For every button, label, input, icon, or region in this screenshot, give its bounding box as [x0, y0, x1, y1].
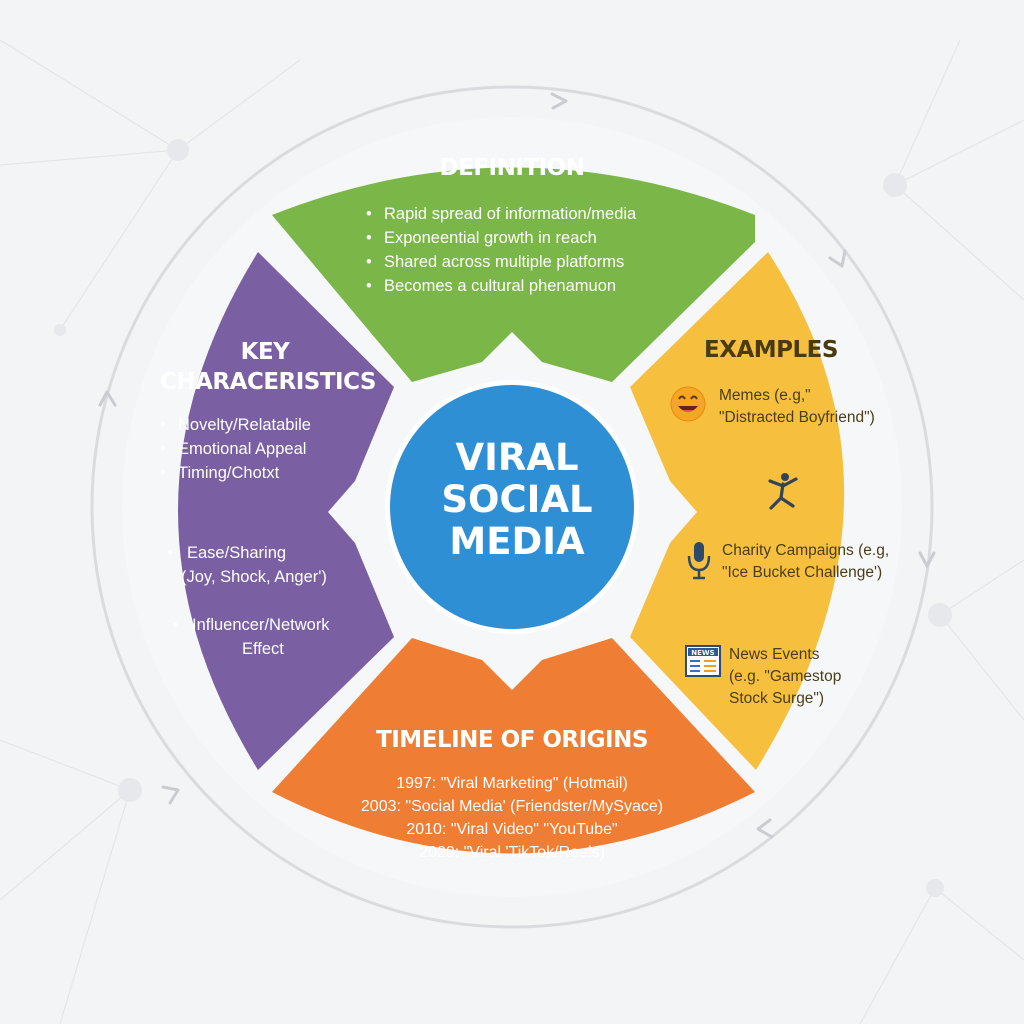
memes-line2: "Distracted Boyfriend") — [719, 409, 875, 426]
news-line3: Stock Surge") — [729, 690, 825, 707]
network-node — [118, 778, 142, 802]
influencer-line1: Influencer/Network — [192, 616, 330, 634]
characteristics-title-line2: CHARACERISTICS — [160, 369, 376, 395]
center-title-line3: MEDIA — [449, 520, 585, 563]
definition-item: Becomes a cultural phenamuon — [362, 274, 682, 298]
example-memes: Memes (e.g," "Distracted Boyfriend") — [719, 385, 899, 429]
outer-cycle-ring — [90, 85, 934, 929]
network-node — [926, 879, 944, 897]
memes-line1: Memes (e.g," — [719, 387, 811, 404]
timeline-segment — [272, 638, 755, 854]
timeline-list: 1997: "Viral Marketing" (Hotmail) 2003: … — [322, 772, 702, 864]
definition-item: Rapid spread of information/media — [362, 202, 682, 226]
news-badge-text: NEWS — [691, 649, 714, 657]
center-title: VIRAL SOCIAL MEDIA — [397, 437, 637, 563]
news-line1: News Events — [729, 646, 820, 663]
cycle-arrow-icon — [98, 390, 117, 407]
examples-title: EXAMPLES — [704, 337, 838, 363]
sharing-line2: (Joy, Shock, Anger') — [181, 568, 327, 586]
characteristics-list: Novelty/Relatabile Emotional Appeal Timi… — [156, 413, 376, 485]
cycle-arrow-icon — [828, 249, 847, 268]
characteristics-title: KEY CHARACERISTICS — [160, 337, 376, 397]
timeline-item: 1997: "Viral Marketing" (Hotmail) — [396, 775, 628, 792]
center-circle — [390, 385, 634, 629]
microphone-icon — [687, 542, 711, 580]
characteristics-item: Emotional Appeal — [156, 437, 376, 461]
definition-item: Shared across multiple platforms — [362, 250, 682, 274]
network-background — [0, 39, 1024, 1024]
influencer-line2: Effect — [242, 640, 284, 658]
characteristics-sharing-item: • Ease/Sharing (Joy, Shock, Anger') — [165, 541, 365, 589]
characteristics-title-line1: KEY — [240, 339, 290, 365]
cycle-arrow-icon — [550, 92, 568, 110]
charity-line1: Charity Campaigns (e.g, — [722, 542, 890, 559]
sharing-line1: Ease/Sharing — [187, 544, 287, 562]
definition-title: DEFINITION — [439, 155, 585, 181]
network-node — [54, 324, 66, 336]
timeline-item: 2020: "Viral 'TikTok/Reels) — [419, 844, 605, 861]
characteristics-segment — [178, 252, 394, 770]
cycle-arrow-icon — [756, 818, 774, 839]
cycle-arrow-icon — [918, 551, 936, 568]
examples-segment — [630, 252, 845, 770]
network-node — [883, 173, 907, 197]
definition-item: Exponeential growth in reach — [362, 226, 682, 250]
cycle-arrows — [98, 92, 936, 839]
newspaper-icon: NEWS — [685, 645, 721, 677]
characteristics-item: Timing/Chotxt — [156, 461, 376, 485]
network-node — [167, 139, 189, 161]
example-charity: Charity Campaigns (e.g, "Ice Bucket Chal… — [722, 540, 902, 584]
dancing-person-icon — [768, 473, 798, 510]
network-nodes — [54, 139, 952, 897]
timeline-item: 2010: "Viral Video" "YouTube" — [406, 821, 618, 838]
characteristics-item: Novelty/Relatabile — [156, 413, 376, 437]
timeline-title: TIMELINE OF ORIGINS — [376, 727, 648, 753]
center-title-line1: VIRAL — [455, 436, 579, 479]
charity-line2: "Ice Bucket Challenge') — [722, 564, 883, 581]
cycle-arrow-icon — [161, 785, 180, 805]
characteristics-influencer-item: • Influencer/Network Effect — [170, 613, 370, 661]
laughing-face-icon — [670, 386, 706, 422]
definition-list: Rapid spread of information/media Expone… — [362, 202, 682, 298]
example-news: News Events (e.g. "Gamestop Stock Surge"… — [729, 644, 889, 710]
timeline-item: 2003: "Social Media' (Friendster/MySyace… — [360, 798, 664, 815]
network-node — [928, 603, 952, 627]
center-title-line2: SOCIAL — [441, 478, 593, 521]
news-line2: (e.g. "Gamestop — [729, 668, 842, 685]
